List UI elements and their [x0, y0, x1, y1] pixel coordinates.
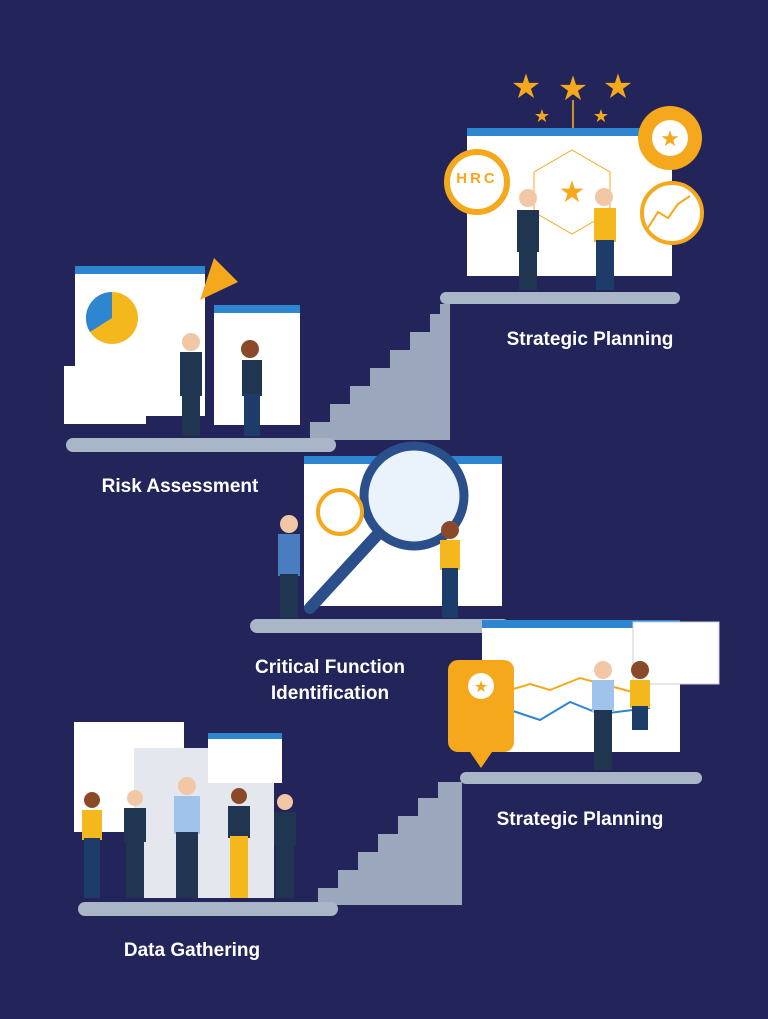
- rating-stars-icon: ★★★ ★★: [511, 68, 633, 126]
- step-label-risk-assessment: Risk Assessment: [101, 476, 259, 497]
- magnifier-icon: [359, 441, 469, 551]
- svg-text:★: ★: [534, 106, 550, 126]
- step-label-critical-function-identification: Critical Function Identification: [255, 657, 405, 704]
- hrc-badge-text: HRC: [456, 170, 498, 187]
- risk-assessment-scene: [64, 258, 300, 436]
- step-label-data-gathering: Data Gathering: [123, 940, 261, 961]
- critical-function-scene: [278, 441, 502, 618]
- svg-text:★: ★: [593, 106, 609, 126]
- step-label-strategic-planning-top: Strategic Planning: [506, 329, 674, 350]
- star-icon: ★: [474, 679, 488, 696]
- data-gathering-scene: [74, 722, 296, 898]
- strategic-planning-scene-lower: ★: [448, 620, 720, 770]
- star-icon: ★: [559, 176, 586, 209]
- star-badge-icon: ★: [660, 126, 680, 151]
- stairs: [66, 292, 702, 916]
- svg-text:★: ★: [511, 68, 541, 106]
- svg-text:★: ★: [603, 68, 633, 106]
- strategic-planning-scene-top: ★ ★ ★★★ ★★: [444, 68, 704, 290]
- step-label-strategic-planning-lower: Strategic Planning: [496, 809, 664, 830]
